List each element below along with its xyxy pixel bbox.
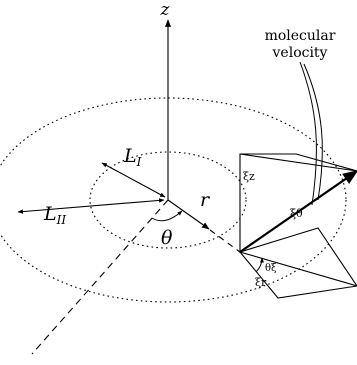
l-two-arrow — [17, 198, 165, 214]
xi-z-plane-top-edge — [239, 153, 357, 172]
xi-z-label: ξz — [243, 170, 255, 183]
r-label: r — [200, 189, 211, 211]
xi-theta-label: ξθ — [290, 207, 303, 220]
velocity-callout-curve — [299, 61, 317, 206]
r-vector — [167, 199, 210, 230]
outer-dotted-ellipse — [0, 97, 347, 303]
molecular-velocity-vector — [239, 170, 357, 253]
theta-xi-arc — [255, 257, 264, 273]
velocity-label: velocity — [272, 45, 328, 61]
molecular-label: molecular — [265, 28, 336, 44]
theta-arc — [151, 210, 183, 222]
inner-dotted-ellipse — [89, 151, 247, 249]
horizontal-diagonal — [239, 251, 357, 287]
l-two-label: LII — [43, 203, 66, 227]
l-one-label: LI — [123, 145, 142, 169]
velocity-callout-curve-2 — [303, 63, 323, 201]
xi-z-plane — [239, 153, 357, 254]
dashed-reference-line — [31, 199, 169, 355]
theta-xi-label: θξ — [265, 263, 277, 274]
horizontal-plane — [239, 227, 357, 299]
dashed-r-extension — [209, 229, 241, 253]
z-axis-label: z — [160, 0, 171, 20]
l-one-arrow — [101, 162, 166, 198]
xi-r-label: ξr — [255, 276, 267, 289]
theta-label: θ — [161, 227, 173, 249]
